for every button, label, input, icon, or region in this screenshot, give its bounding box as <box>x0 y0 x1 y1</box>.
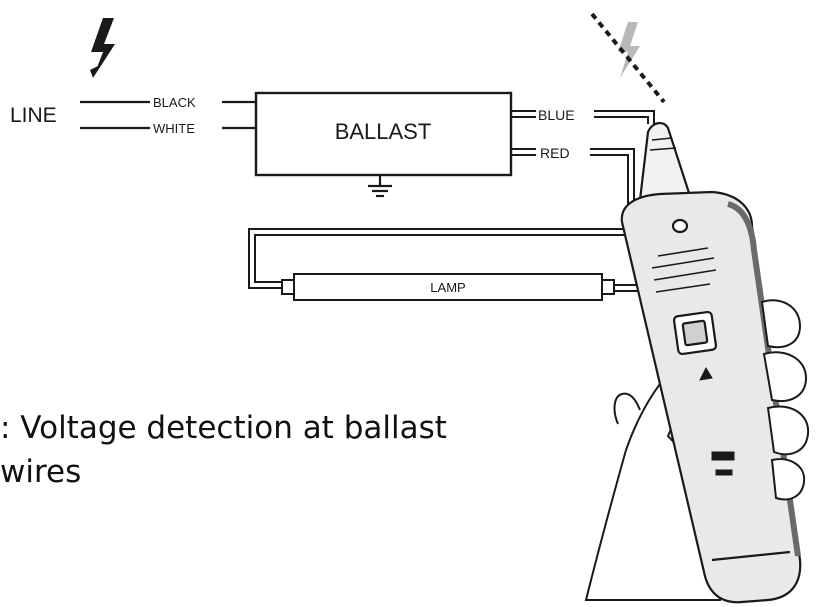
lightning-bolt-icon <box>90 18 115 78</box>
white-wire-label: WHITE <box>153 121 195 136</box>
fingers <box>760 299 810 501</box>
red-wire <box>511 148 635 215</box>
lamp-tube <box>281 273 615 301</box>
lamp-label: LAMP <box>430 280 465 295</box>
detection-bolt-icon <box>590 12 666 104</box>
blue-wire-label: BLUE <box>538 107 575 123</box>
figure-caption: : Voltage detection at ballast wires <box>0 406 447 494</box>
red-wire-label: RED <box>540 145 570 161</box>
ground-symbol-icon <box>368 175 392 198</box>
voltage-detector-pen <box>620 122 802 604</box>
blue-wire <box>511 110 655 124</box>
caption-line-2: wires <box>0 454 82 490</box>
ballast-box <box>254 91 513 177</box>
black-wire-label: BLACK <box>153 95 196 110</box>
line-wires <box>80 100 256 130</box>
caption-line-1: : Voltage detection at ballast <box>0 410 447 446</box>
line-label: LINE <box>10 104 57 127</box>
ballast-label: BALLAST <box>335 119 432 144</box>
